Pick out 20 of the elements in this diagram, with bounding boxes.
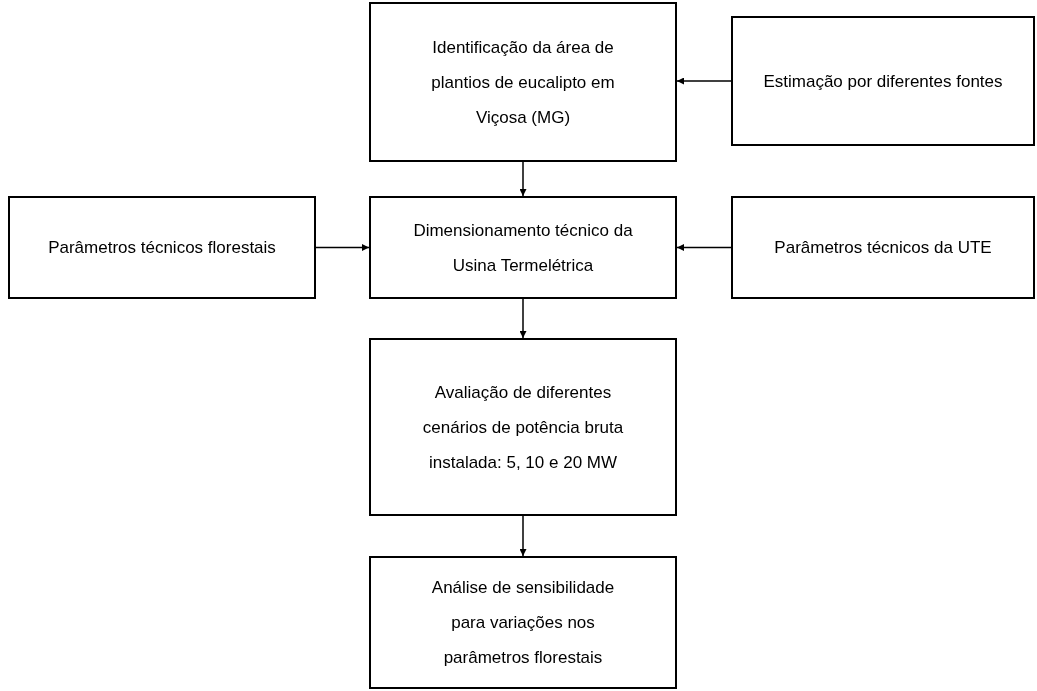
arrow bbox=[315, 244, 370, 251]
box-text: Estimação por diferentes fontes bbox=[763, 70, 1003, 93]
box-text: Parâmetros técnicos da UTE bbox=[774, 237, 992, 259]
arrow bbox=[519, 515, 527, 557]
process-box bbox=[369, 2, 677, 162]
box-text: Parâmetros técnicos florestais bbox=[48, 237, 276, 259]
box-text: Análise de sensibilidade para variações nos parâmetros florestais bbox=[430, 577, 616, 669]
arrow bbox=[519, 161, 527, 197]
arrow bbox=[676, 244, 732, 251]
box-text: Dimensionamento técnico da Usina Termelétrica bbox=[412, 219, 634, 277]
process-box bbox=[8, 196, 316, 299]
arrow bbox=[519, 298, 527, 339]
box-text: Avaliação de diferentes cenários de potência bruta instalada: 5, 10 e 20 MW bbox=[421, 381, 625, 474]
process-box bbox=[731, 196, 1035, 299]
arrow bbox=[676, 77, 732, 85]
process-box bbox=[369, 556, 677, 689]
process-box bbox=[369, 338, 677, 516]
box-text: Identificação da área de plantios de eucalipto em Viçosa (MG) bbox=[430, 36, 616, 129]
process-box bbox=[369, 196, 677, 299]
process-box bbox=[731, 16, 1035, 146]
